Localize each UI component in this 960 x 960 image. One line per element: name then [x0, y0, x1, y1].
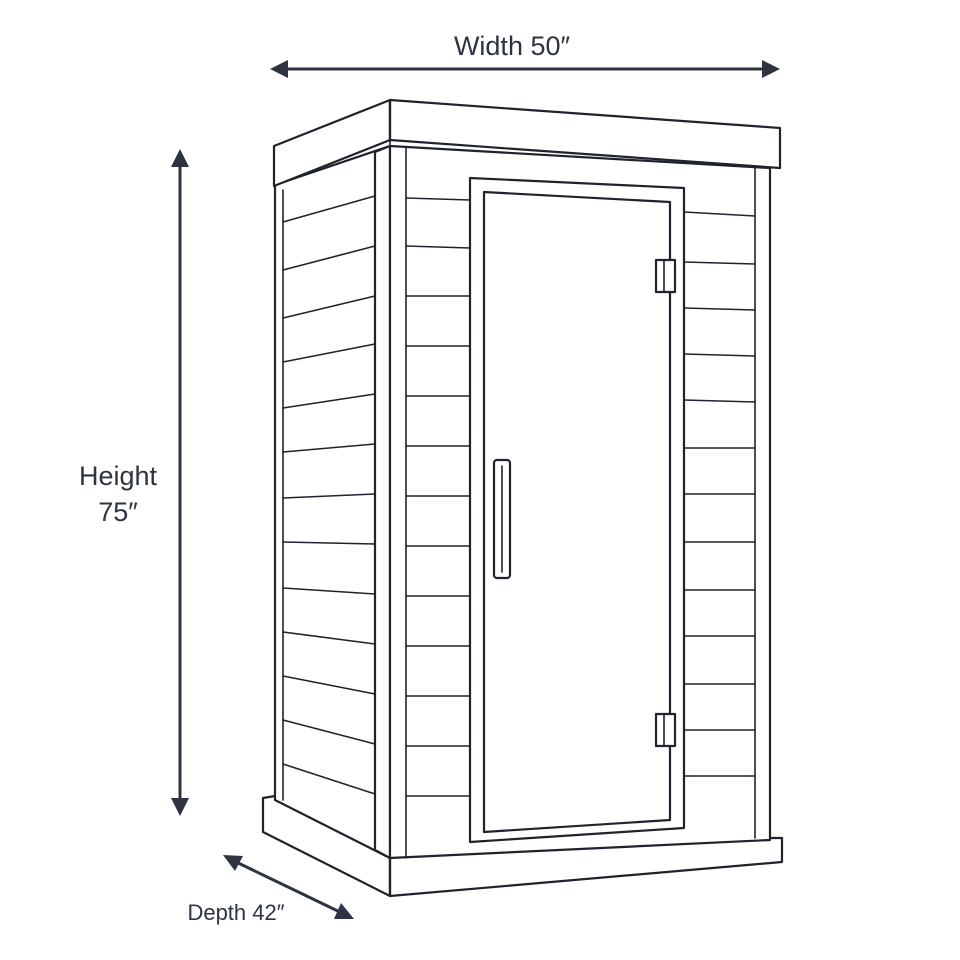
width-label: Width 50″ — [454, 31, 571, 61]
height-arrow-bottom-head — [171, 798, 189, 816]
width-arrow-right-head — [762, 60, 780, 78]
front-wall-planks-left — [405, 197, 471, 797]
door-glass-panel — [482, 190, 672, 834]
depth-arrow-right-head — [334, 903, 354, 919]
front-wall-planks-right — [683, 211, 756, 777]
left-side-wall — [273, 144, 392, 860]
height-dimension: Height 75″ — [79, 149, 189, 816]
sauna-cabin — [261, 98, 784, 898]
corner-post — [373, 144, 392, 860]
door-hinge-top — [654, 258, 677, 294]
door-hinge-bottom — [654, 712, 677, 748]
left-wall-planks — [282, 195, 376, 795]
depth-arrow-line — [230, 858, 346, 916]
width-arrow-left-head — [270, 60, 288, 78]
height-arrow-top-head — [171, 149, 189, 167]
depth-dimension: Depth 42″ — [187, 855, 354, 925]
depth-label: Depth 42″ — [187, 900, 284, 925]
depth-arrow-left-head — [223, 855, 243, 871]
width-dimension: Width 50″ — [270, 31, 780, 78]
height-label-line2: 75″ — [98, 497, 138, 527]
height-label-line1: Height — [79, 461, 158, 491]
